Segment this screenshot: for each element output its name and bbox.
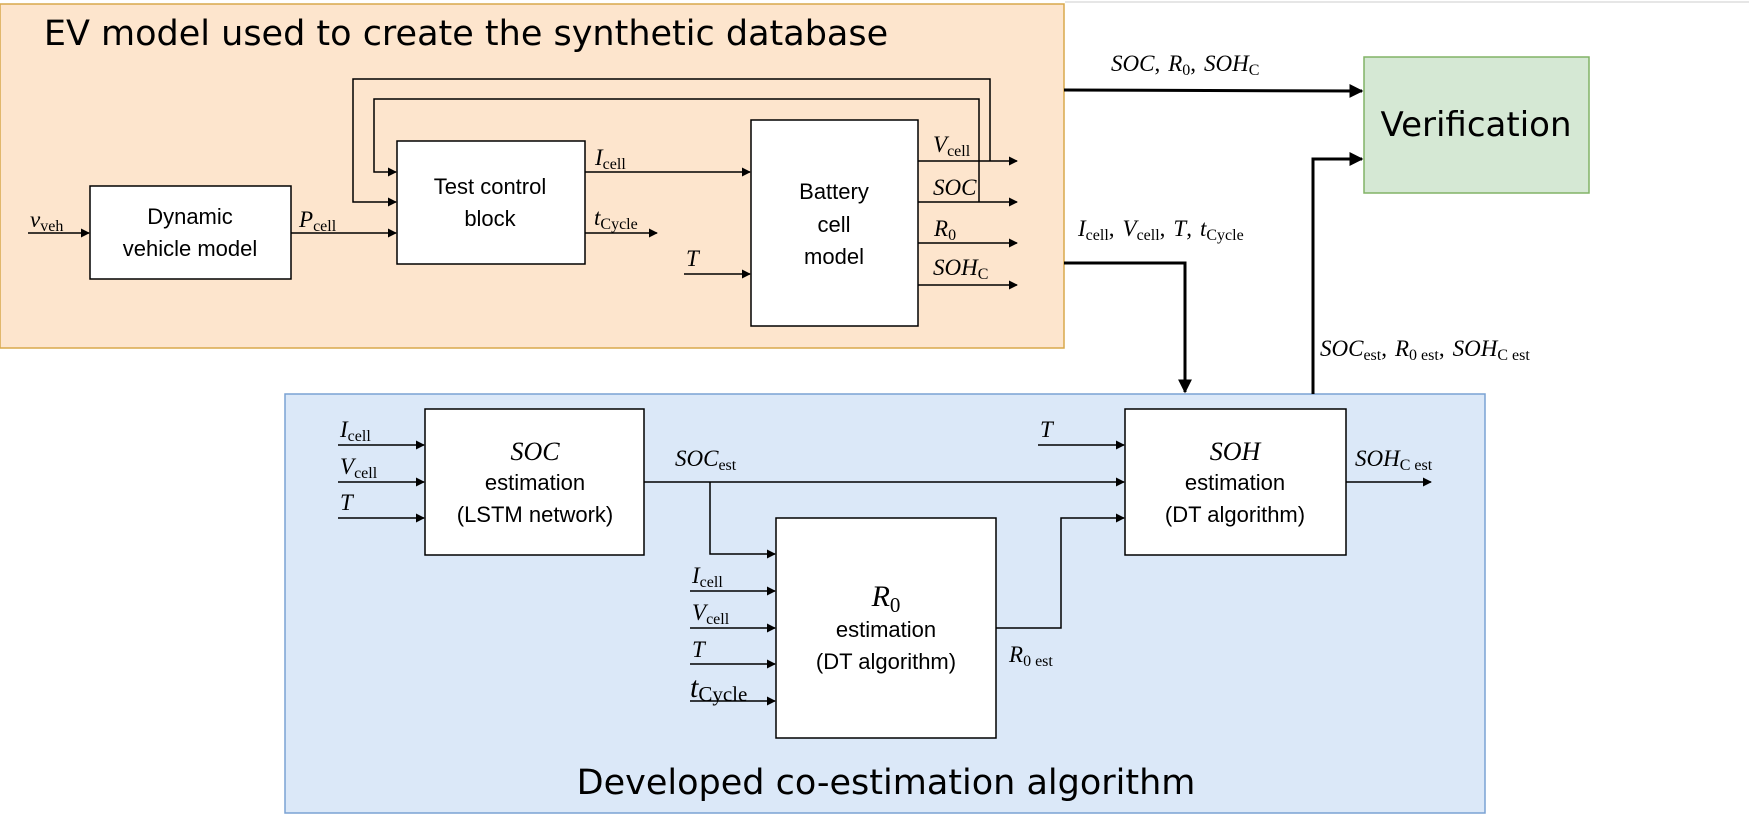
verification-block xyxy=(1363,56,1590,194)
t-label: T xyxy=(686,246,701,271)
battery-cell-label-1: Battery xyxy=(799,179,869,204)
r0est-to-soh-arrow xyxy=(996,513,1125,629)
measured-signals-label: Icell,Vcell,T,tCycle xyxy=(1077,216,1244,244)
co-estimation-title: Developed co-estimation algorithm xyxy=(577,763,1196,803)
r0-estimation-symbol: R0 xyxy=(871,580,901,617)
soc-estimation-line1: estimation xyxy=(485,470,585,495)
soh-estimation-line2: (DT algorithm) xyxy=(1165,502,1305,527)
sohc-label: SOHC xyxy=(933,255,988,283)
soh-estimation-line1: estimation xyxy=(1185,470,1285,495)
sohcest-label: SOHC est xyxy=(1355,446,1433,474)
dynamic-vehicle-label-2: vehicle model xyxy=(123,236,258,261)
soc-feedback-line xyxy=(373,98,980,202)
test-control-label-2: block xyxy=(464,206,516,231)
r0-estimation-block xyxy=(775,517,997,739)
r0-estimation-line1: estimation xyxy=(836,617,936,642)
socest-label: SOCest xyxy=(675,446,737,474)
ev-to-verification-arrow xyxy=(1063,83,1364,98)
ev-model-title: EV model used to create the synthetic da… xyxy=(44,14,888,54)
soc-in-t-label: T xyxy=(340,490,355,515)
battery-cell-model-block xyxy=(750,119,919,327)
soc-estimation-line2: (LSTM network) xyxy=(457,502,613,527)
vcell-feedback-line xyxy=(352,78,991,207)
dynamic-vehicle-model-block xyxy=(89,185,292,280)
truth-signals-label: SOC,R0,SOHC xyxy=(1111,51,1259,79)
r0-in-vcell-label: Vcell xyxy=(692,600,730,628)
soh-estimation-block xyxy=(1124,408,1347,556)
verification-label: Verification xyxy=(1380,105,1571,145)
dynamic-vehicle-label-1: Dynamic xyxy=(147,204,233,229)
r0-estimation-line2: (DT algorithm) xyxy=(816,649,956,674)
socest-to-r0-arrow xyxy=(709,482,776,559)
vveh-label: vveh xyxy=(30,207,63,235)
r0-label: R0 xyxy=(933,216,956,244)
test-control-label-1: Test control xyxy=(434,174,547,199)
r0-in-t-label: T xyxy=(692,637,707,662)
soh-estimation-symbol: SOH xyxy=(1210,437,1262,466)
coestimation-to-verification-arrow xyxy=(1311,152,1364,394)
soc-in-icell-label: Icell xyxy=(339,417,371,445)
soh-in-t-label: T xyxy=(1040,417,1055,442)
r0-in-tcycle-label: tCycle xyxy=(690,671,747,706)
battery-cell-label-2: cell xyxy=(817,212,850,237)
tcycle-label: tCycle xyxy=(594,205,638,233)
soc-estimation-symbol: SOC xyxy=(510,437,560,466)
r0-in-icell-label: Icell xyxy=(691,563,723,591)
soc-label: SOC xyxy=(933,175,977,200)
soc-in-vcell-label: Vcell xyxy=(340,454,378,482)
icell-label: Icell xyxy=(594,145,626,173)
battery-cell-label-3: model xyxy=(804,244,864,269)
pcell-label: Pcell xyxy=(298,207,337,235)
ev-to-coestimation-arrow xyxy=(1064,261,1192,394)
estimated-signals-label: SOCest,R0 est,SOHC est xyxy=(1320,336,1530,364)
soc-estimation-block xyxy=(424,408,645,556)
r0est-label: R0 est xyxy=(1008,642,1053,670)
vcell-label: Vcell xyxy=(933,132,971,160)
test-control-block xyxy=(396,140,586,265)
